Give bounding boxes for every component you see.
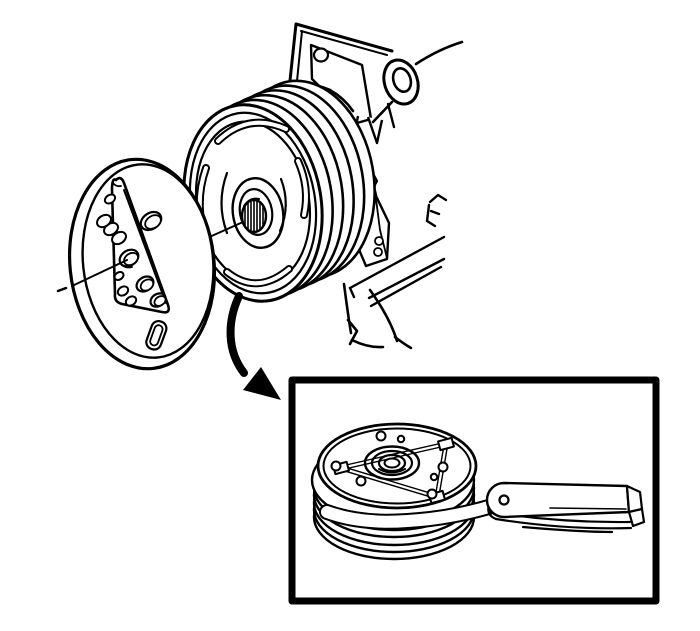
inset-clutch-assembly	[310, 422, 478, 561]
axis-line-dash	[56, 286, 68, 293]
bracket-hole	[373, 247, 383, 257]
feeler-gauge	[319, 481, 646, 534]
handle-end-facet	[627, 507, 646, 528]
compressor-lower-outline	[342, 282, 413, 350]
spline-teeth	[244, 199, 264, 233]
handle-pivot-hole	[498, 494, 510, 506]
splined-shaft	[240, 197, 268, 234]
bracket-boss-hole	[391, 66, 413, 94]
bracket-opening	[309, 43, 373, 125]
bracket-leg	[366, 116, 384, 145]
arrow-head	[243, 367, 281, 400]
bracket-top-edge	[294, 22, 394, 53]
pulley-hub	[220, 171, 287, 249]
clutch-axis-line	[71, 259, 128, 287]
clutch-driver-plate	[56, 157, 217, 371]
plate-bottom-slot-tab	[145, 319, 168, 351]
bracket-web-hole	[312, 47, 330, 63]
feeler-gauge-handle	[485, 481, 646, 534]
plate-bolt-holes	[96, 193, 167, 308]
engine-outline	[414, 40, 464, 66]
clutch-hub-rings	[363, 445, 421, 481]
rivets	[330, 430, 449, 500]
inset-callout-box	[288, 376, 660, 605]
frame-rails	[348, 235, 446, 308]
detail-arrow	[226, 292, 281, 400]
hub-plate-triangle	[110, 176, 171, 314]
bracket-hole	[374, 236, 384, 246]
hose-fitting-zigzag	[425, 193, 448, 228]
